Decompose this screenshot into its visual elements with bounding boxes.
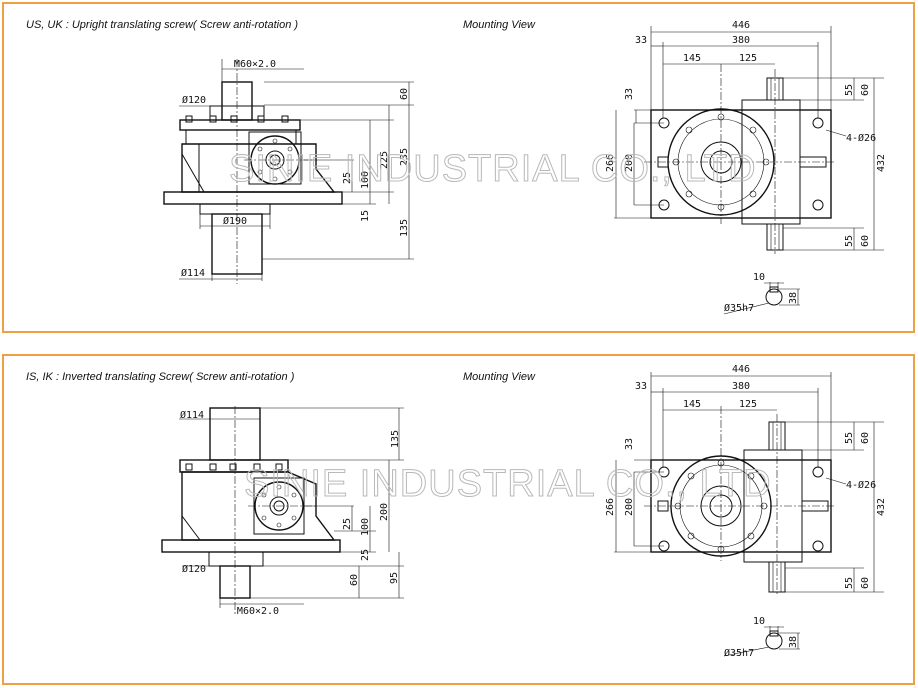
dim-key38: 38 [788,292,799,304]
dim-h60: 60 [399,88,410,100]
dim-w145: 145 [683,53,701,64]
dim-s55b: 55 [844,577,855,589]
dim-h25b: 25 [360,549,371,561]
dim-h200: 200 [624,154,635,172]
dim-d120: Ø120 [182,563,206,575]
upright-drawing: M60×2.0 Ø120 Ø190 Ø114 60 225 235 25 100… [163,20,887,315]
dim-h25: 25 [342,518,353,530]
side-view [163,59,414,284]
dim-h135: 135 [390,430,401,448]
dim-thread: M60×2.0 [234,59,276,70]
panel-upright: US, UK : Upright translating screw( Scre… [2,2,915,333]
dim-s60b: 60 [860,577,871,589]
inverted-drawing: Ø114 135 25 100 200 25 Ø120 60 95 M60×2.… [161,364,887,659]
mounting-view-label: Mounting View [463,371,535,383]
dim-h225: 225 [379,151,390,169]
panel-title: US, UK : Upright translating screw( Scre… [26,19,299,31]
watermark: SINIE INDUSTRIAL CO., LTD [244,463,772,505]
dim-w446: 446 [732,20,750,31]
panel-inverted: IS, IK : Inverted translating Screw( Scr… [2,354,915,685]
dim-h60: 60 [349,574,360,586]
dim-shaft: Ø35h7 [724,302,754,314]
dim-h235: 235 [399,148,410,166]
dim-s55b: 55 [844,235,855,247]
dim-w446: 446 [732,364,750,375]
dim-h25: 25 [342,172,353,184]
dim-w380: 380 [732,35,750,46]
dim-d190: Ø190 [223,215,247,227]
dim-key38: 38 [788,636,799,648]
dim-s60a: 60 [860,432,871,444]
plan-view [614,372,884,657]
dim-d114: Ø114 [181,267,205,279]
dim-h266: 266 [605,498,616,516]
dim-h135: 135 [399,219,410,237]
dim-h432: 432 [876,154,887,172]
mounting-view-label: Mounting View [463,19,535,31]
dim-h95: 95 [389,572,400,584]
dim-d120: Ø120 [182,94,206,106]
dim-w125: 125 [739,53,757,64]
side-view [161,406,404,616]
dim-holes: 4-Ø26 [846,132,876,144]
dim-h33: 33 [624,438,635,450]
dim-h432: 432 [876,498,887,516]
dim-w125: 125 [739,399,757,410]
dim-thread: M60×2.0 [237,606,279,617]
watermark: SINIE INDUSTRIAL CO., LTD [229,148,757,190]
plan-view [614,26,884,315]
dim-w33: 33 [635,381,647,392]
dim-w33: 33 [635,35,647,46]
dim-s55a: 55 [844,84,855,96]
dim-h33: 33 [624,88,635,100]
dim-d114: Ø114 [180,409,204,421]
dim-key10: 10 [753,272,765,283]
dim-h266: 266 [605,154,616,172]
dim-h15: 15 [360,210,371,222]
dim-s60b: 60 [860,235,871,247]
dim-h100: 100 [360,518,371,536]
dim-h200: 200 [624,498,635,516]
dim-h100: 100 [360,171,371,189]
dim-h200: 200 [379,503,390,521]
dim-s55a: 55 [844,432,855,444]
dim-s60a: 60 [860,84,871,96]
dim-w380: 380 [732,381,750,392]
panel-title: IS, IK : Inverted translating Screw( Scr… [26,371,295,383]
dim-w145: 145 [683,399,701,410]
dim-key10: 10 [753,616,765,627]
dim-holes: 4-Ø26 [846,479,876,491]
dim-shaft: Ø35h7 [724,647,754,659]
